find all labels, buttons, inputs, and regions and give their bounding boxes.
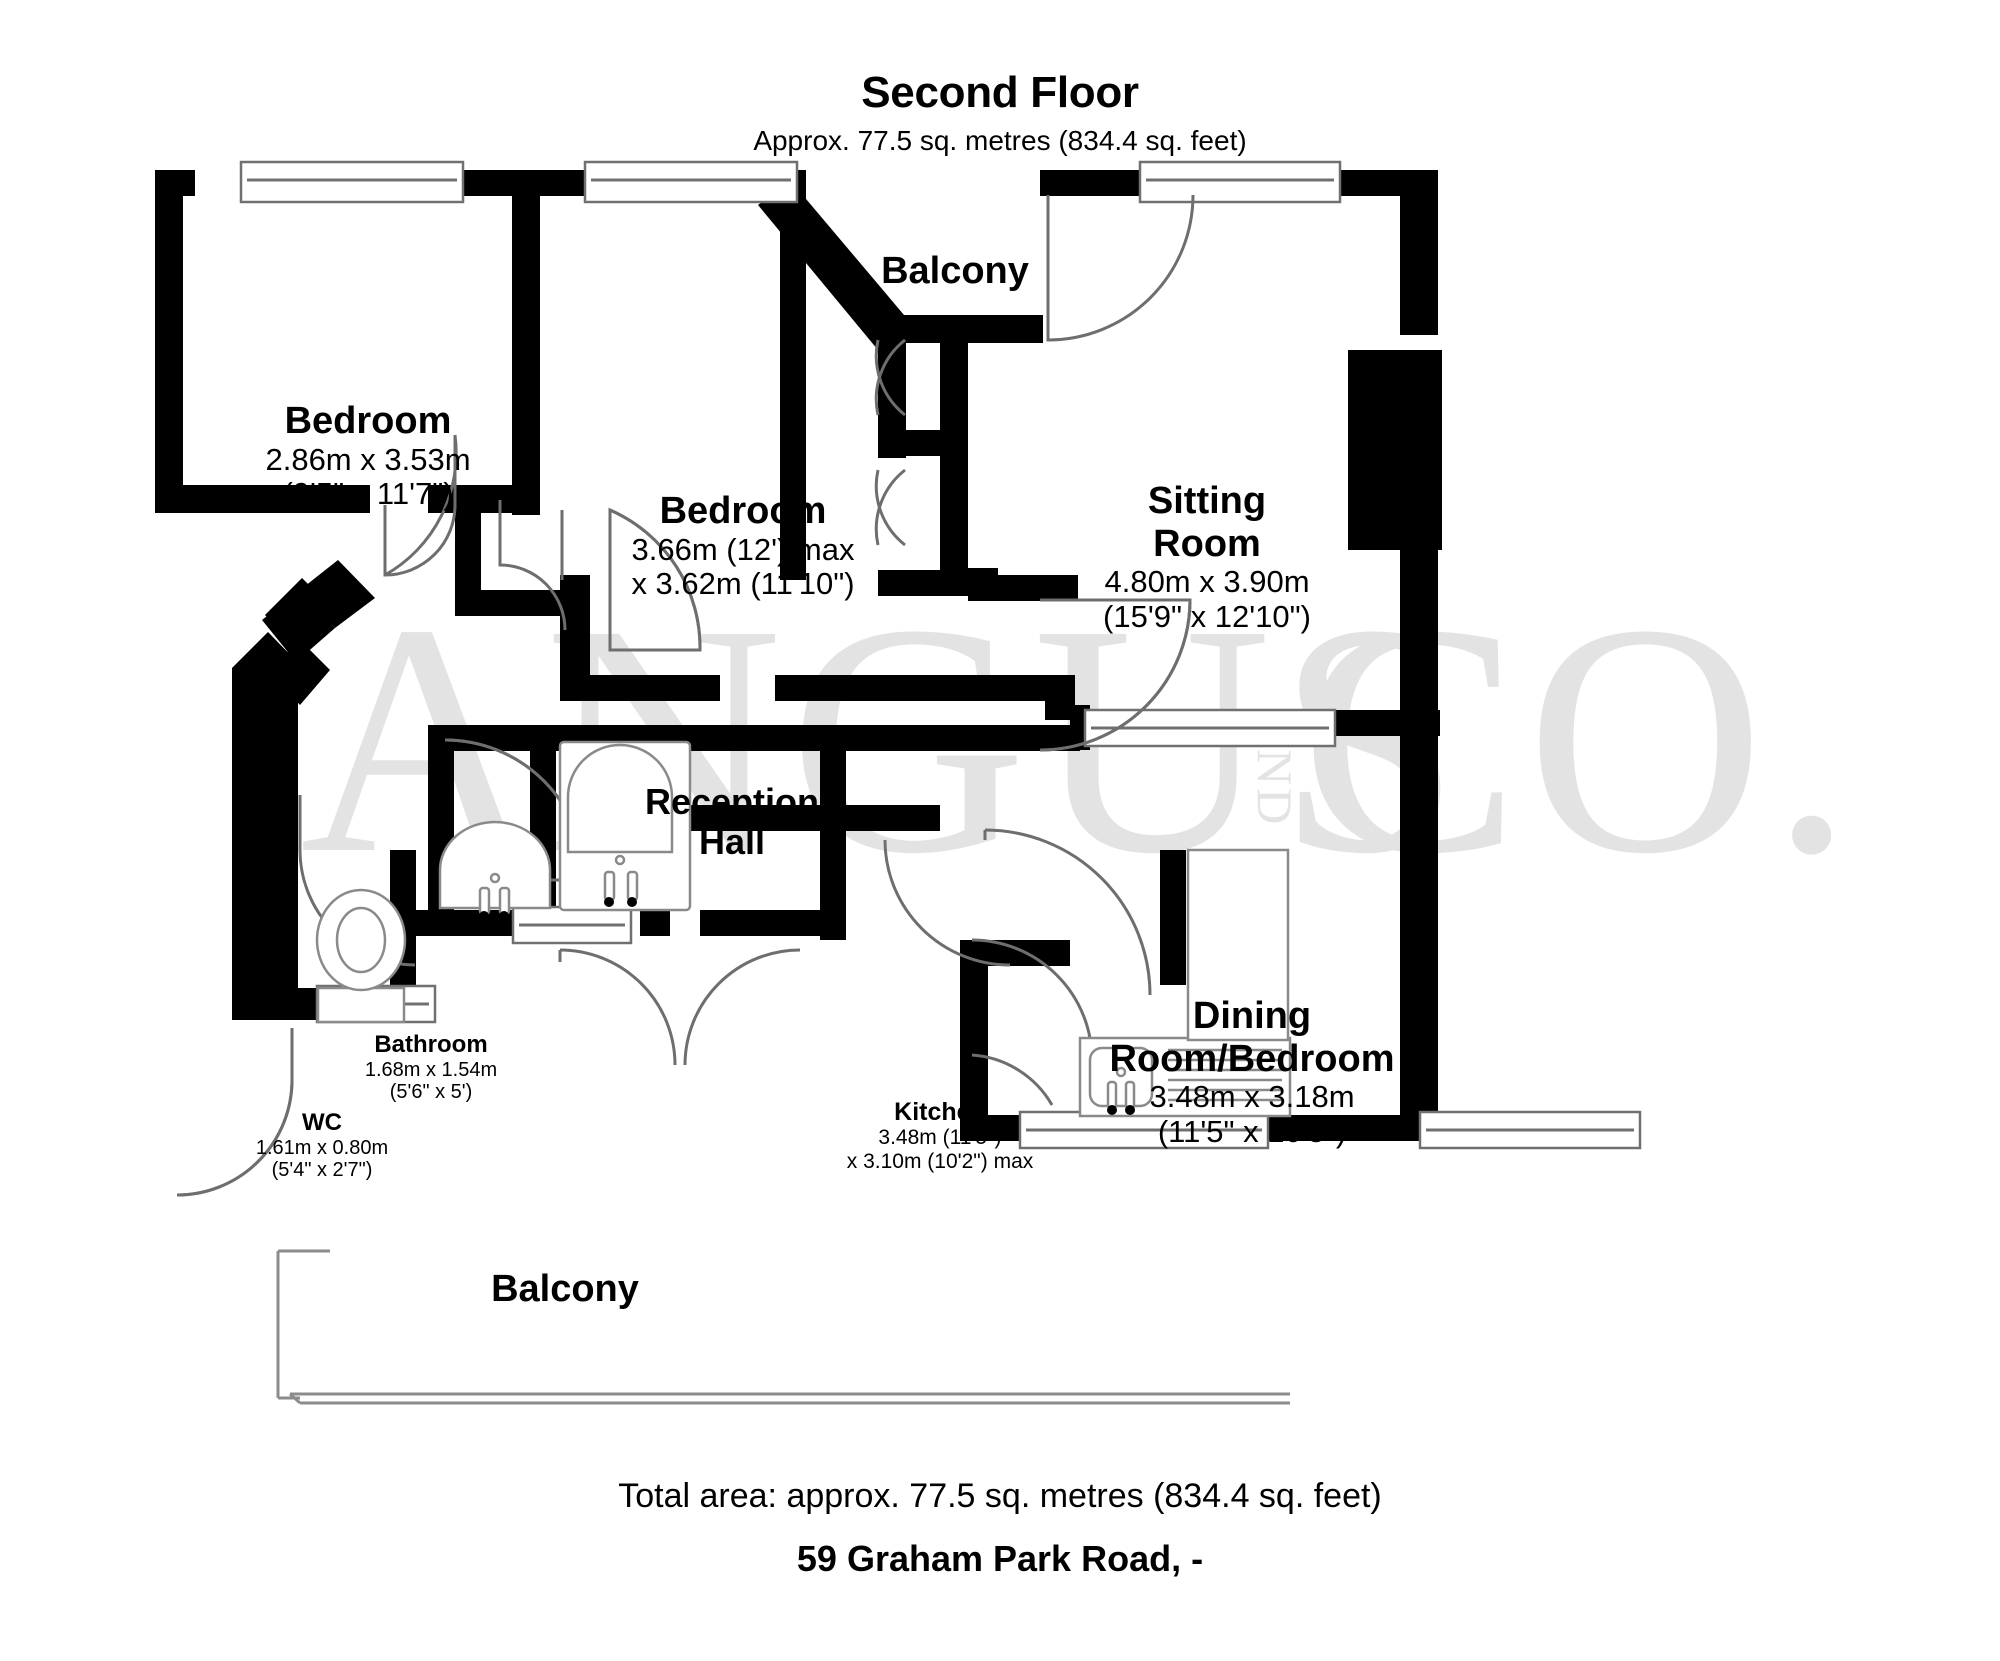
- room-label-bedroom-2: Bedroom 3.66m (12') max x 3.62m (11'10"): [578, 490, 908, 602]
- room-dim-imperial: (15'9" x 12'10"): [1103, 598, 1311, 634]
- room-name: WC: [302, 1109, 342, 1136]
- room-label-bedroom-1: Bedroom 2.86m x 3.53m (9'5" x 11'7"): [203, 400, 533, 512]
- room-name: Balcony: [491, 1268, 639, 1310]
- floorplan-drawing: ANGUS CO. AND: [155, 160, 1859, 1405]
- room-name: Bedroom: [659, 490, 827, 532]
- room-dim-metric: 4.80m x 3.90m: [1104, 564, 1310, 600]
- room-dim-imperial: x 3.62m (11'10"): [631, 566, 855, 602]
- room-name: Kitchen: [894, 1098, 986, 1126]
- room-label-reception-hall: Reception Hall: [577, 781, 887, 863]
- room-dim-imperial: (11'5" x 10'5"): [1157, 1113, 1347, 1149]
- room-name: Sitting: [1147, 480, 1267, 522]
- room-label-balcony-top: Balcony: [830, 250, 1080, 293]
- address-text: 59 Graham Park Road, -: [796, 1538, 1204, 1579]
- room-dim-metric: 2.86m x 3.53m: [265, 441, 471, 477]
- total-area-text: Total area: approx. 77.5 sq. metres (834…: [618, 1477, 1382, 1515]
- room-dim-metric: 1.61m x 0.80m: [255, 1136, 389, 1159]
- room-dim-metric: 3.66m (12') max: [631, 531, 855, 567]
- room-label-balcony-bottom: Balcony: [440, 1268, 690, 1311]
- room-label-sitting-room: Sitting Room 4.80m x 3.90m (15'9" x 12'1…: [1042, 480, 1372, 635]
- kitchen-sink-icon: [1078, 1036, 1292, 1118]
- room-dim-imperial: (5'4" x 2'7"): [271, 1159, 373, 1182]
- washbasin-icon: [438, 820, 552, 921]
- room-name: Bathroom: [374, 1031, 488, 1058]
- page-title: Second Floor: [861, 68, 1139, 117]
- room-dim-metric: 3.48m x 3.18m: [1149, 1079, 1355, 1115]
- fixtures: [315, 740, 1292, 1118]
- room-name: Dining: [1192, 995, 1312, 1037]
- room-name: Reception: [644, 781, 820, 822]
- room-label-bathroom: Bathroom 1.68m x 1.54m (5'6" x 5'): [322, 1031, 540, 1104]
- room-name-line2: Room/Bedroom: [1109, 1037, 1395, 1080]
- room-label-dining-room-bedroom: Dining Room/Bedroom 3.48m x 3.18m (11'5"…: [1022, 995, 1482, 1150]
- room-dim-metric: 1.68m x 1.54m: [364, 1058, 498, 1081]
- room-dim-metric: 3.48m (11'5"): [878, 1126, 1002, 1149]
- svg-text:CO.: CO.: [1300, 557, 1859, 922]
- room-dim-imperial: x 3.10m (10'2") max: [846, 1149, 1034, 1173]
- room-label-wc: WC 1.61m x 0.80m (5'4" x 2'7"): [222, 1109, 422, 1182]
- room-name: Bedroom: [284, 400, 452, 442]
- bathtub-icon: [558, 740, 692, 912]
- page-subtitle: Approx. 77.5 sq. metres (834.4 sq. feet): [753, 125, 1247, 156]
- room-dim-imperial: (9'5" x 11'7"): [282, 476, 454, 512]
- room-dim-imperial: (5'6" x 5'): [389, 1081, 473, 1104]
- room-name: Balcony: [881, 250, 1029, 292]
- room-label-kitchen: Kitchen 3.48m (11'5") x 3.10m (10'2") ma…: [770, 1098, 1110, 1173]
- kitchen-worktop: [1186, 848, 1290, 1042]
- room-name-line2: Hall: [698, 821, 766, 863]
- toilet-icon: [315, 888, 407, 1024]
- room-name-line2: Room: [1153, 522, 1261, 565]
